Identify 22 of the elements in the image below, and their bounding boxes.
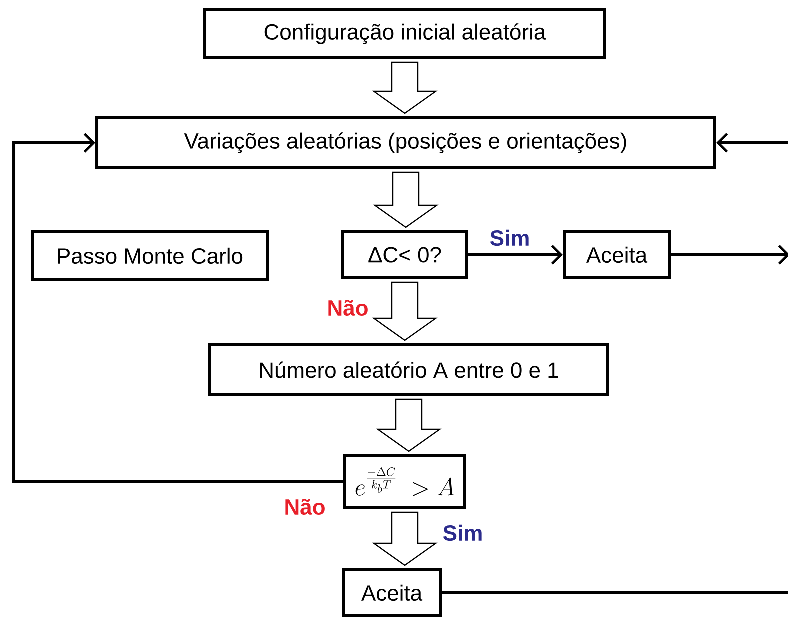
process-box: Aceita [563,230,671,280]
connector-line [442,592,788,594]
edge-label: Não [326,298,370,318]
process-box: Passo Monte Carlo [31,230,269,282]
process-box: $e^{\frac{-\Delta C}{k_bT}} \; > A$ [344,454,466,510]
process-box: Aceita [342,568,442,618]
block-arrow [373,172,439,228]
block-arrow [376,398,442,452]
arrow [671,245,788,265]
process-box: Variações aleatórias (posições e orientações) [96,116,716,170]
block-arrow [372,282,438,342]
arrow [468,245,563,265]
process-box: Configuração inicial aleatória [204,8,606,60]
arrow [12,133,344,484]
process-box: ΔC< 0? [342,230,468,280]
block-arrow [372,512,438,566]
arrow [716,133,788,153]
edge-label: Sim [442,524,484,542]
edge-label: Sim [488,228,532,248]
edge-label: Não [283,498,327,516]
block-arrow [372,62,438,114]
process-box: Número aleatório A entre 0 e 1 [208,344,610,396]
